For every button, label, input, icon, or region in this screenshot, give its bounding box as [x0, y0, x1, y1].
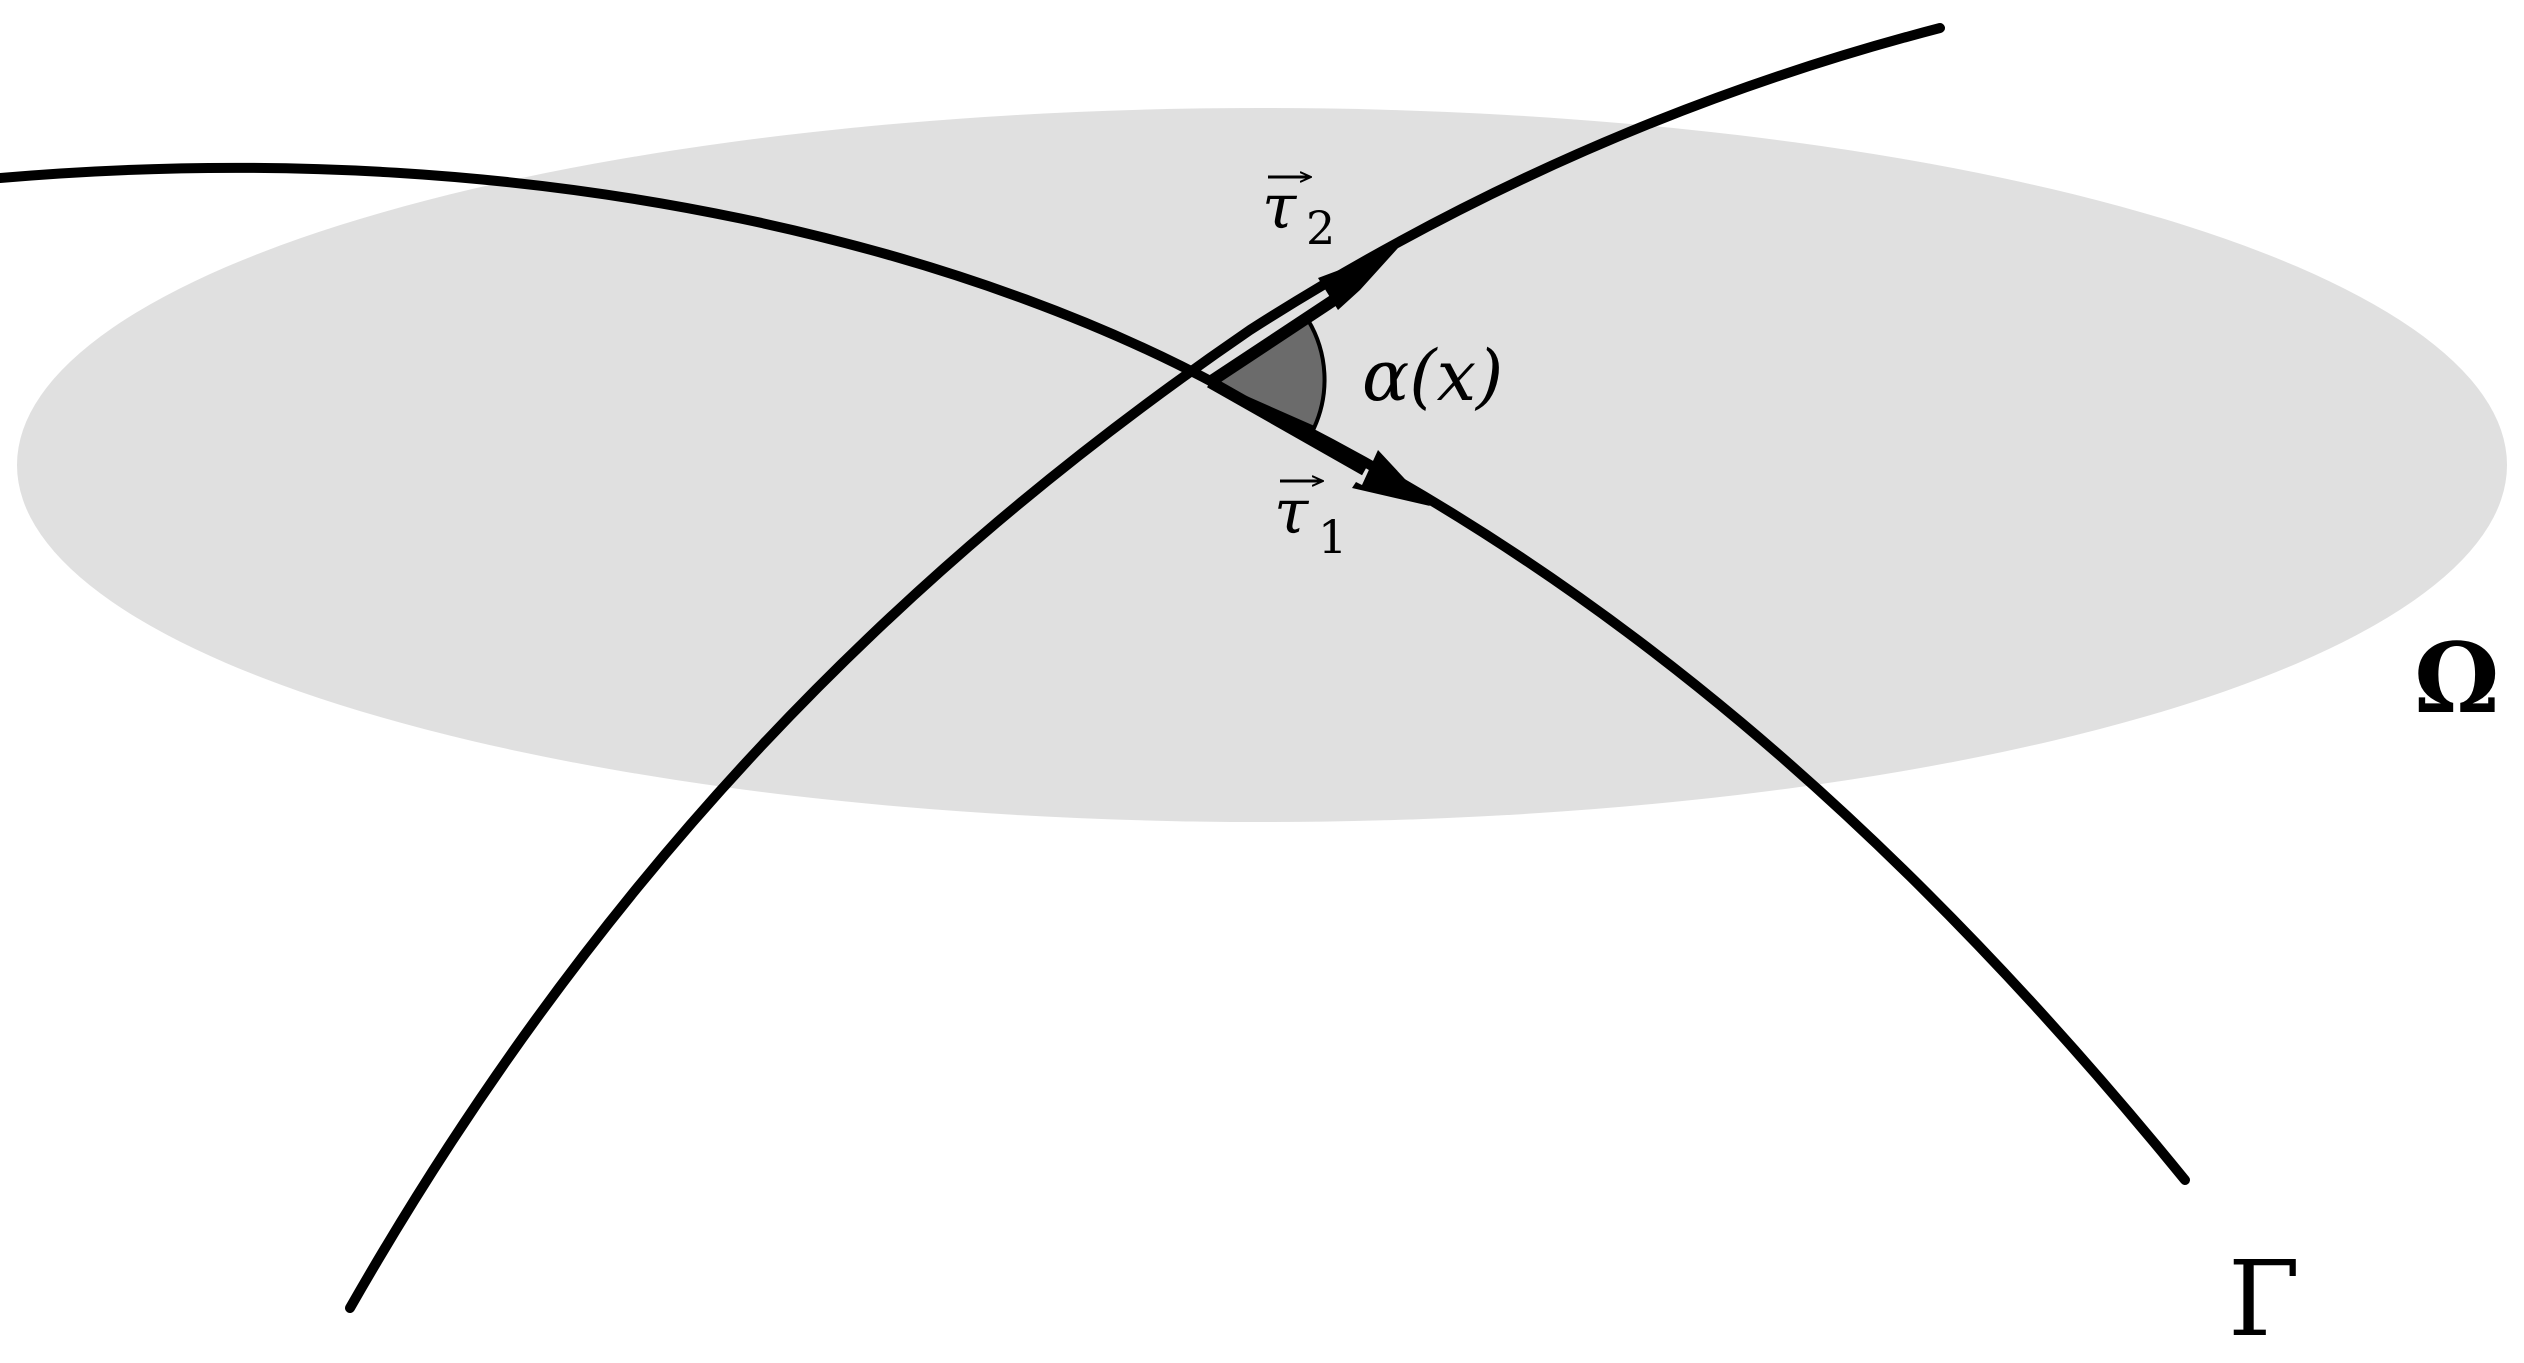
- tau-2-subscript: 2: [1306, 201, 1335, 255]
- tau-2-symbol: τ: [1262, 170, 1298, 243]
- tau-2-label: τ 2: [1262, 170, 1335, 255]
- tau-1-symbol: τ: [1274, 475, 1310, 548]
- gamma-label: Γ: [2228, 1238, 2300, 1360]
- angle-label: α(x): [1362, 335, 1503, 417]
- curve-2: [345, 23, 1945, 1313]
- tau-1-subscript: 1: [1318, 510, 1347, 564]
- angle-sector: [1205, 317, 1327, 431]
- tau-1-label: τ 1: [1274, 475, 1347, 564]
- region-omega: [17, 108, 2507, 822]
- tangent-vector-1-head: [1352, 450, 1430, 506]
- tangent-vector-2-head: [1318, 248, 1398, 310]
- tangent-vector-2-shaft: [1206, 290, 1344, 388]
- omega-label: Ω: [2414, 622, 2499, 735]
- tangent-vector-1-shaft: [1207, 376, 1368, 476]
